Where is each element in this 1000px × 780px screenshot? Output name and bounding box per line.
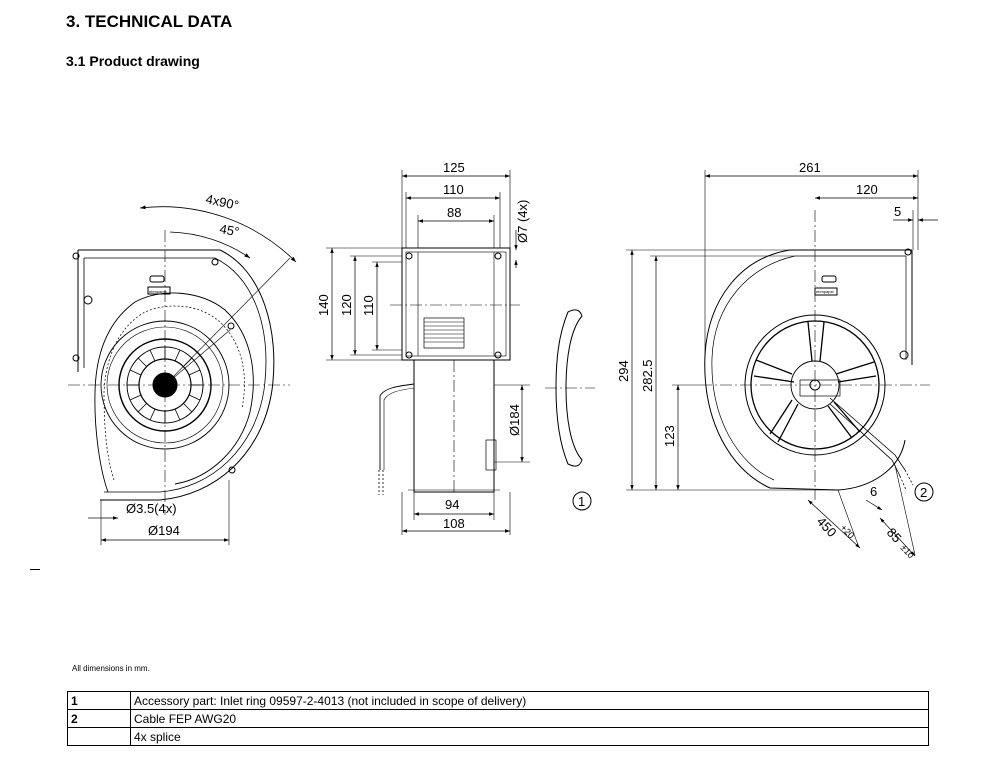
legend-text: Cable FEP AWG20 (130, 709, 929, 728)
legend-table: 1 Accessory part: Inlet ring 09597-2-401… (67, 691, 929, 746)
callout-1: 1 (578, 494, 585, 509)
dim-110-left: 110 (361, 295, 376, 316)
dim-120-left: 120 (339, 294, 354, 316)
dim-110-top: 110 (443, 182, 464, 197)
dim-120-back: 120 (856, 182, 878, 197)
legend-num: 2 (67, 709, 131, 728)
legend-num (67, 727, 131, 746)
dim-125: 125 (443, 160, 465, 175)
legend-num: 1 (67, 691, 131, 710)
callout-2: 2 (920, 485, 927, 500)
outer-dia-label: Ø194 (148, 523, 180, 538)
dim-85-tolerance: ±10 (899, 543, 917, 561)
table-row: 2 Cable FEP AWG20 (67, 709, 929, 728)
dim-123: 123 (662, 425, 677, 447)
dim-450-tolerance: +20 (839, 523, 857, 541)
margin-mark (30, 569, 40, 570)
dim-261: 261 (799, 160, 821, 175)
angle-45-label: 45° (218, 221, 240, 239)
front-label-plate: ebmpapst (149, 289, 167, 294)
dim-5: 5 (894, 204, 901, 219)
dimensions-note: All dimensions in mm. (72, 664, 150, 673)
inlet-ring (545, 309, 595, 511)
back-view (626, 170, 938, 557)
table-row: 1 Accessory part: Inlet ring 09597-2-401… (67, 691, 929, 710)
dim-108: 108 (443, 516, 465, 531)
legend-text: Accessory part: Inlet ring 09597-2-4013 … (130, 691, 929, 710)
dim-inlet-184: Ø184 (507, 404, 522, 436)
section-title: 3. TECHNICAL DATA (66, 12, 233, 31)
dim-85: 85 (884, 525, 905, 546)
dim-140: 140 (316, 294, 331, 316)
table-row: 4x splice (67, 727, 929, 746)
dim-94: 94 (445, 497, 459, 512)
dim-450: 450 (814, 514, 840, 540)
hole-dia-label: Ø3.5(4x) (126, 501, 177, 516)
legend-text: 4x splice (130, 727, 929, 746)
side-view (326, 170, 530, 535)
back-label-plate: ebmpapst (816, 289, 834, 294)
dim-294: 294 (616, 360, 631, 382)
product-drawing: 4x90° 45° Ø3.5(4x) Ø194 ebmpapst (68, 160, 938, 561)
dim-6: 6 (870, 484, 877, 499)
subsection-title: 3.1 Product drawing (66, 53, 200, 69)
dim-88: 88 (447, 205, 461, 220)
dim-282-5: 282.5 (640, 359, 655, 392)
dim-hole-7: Ø7 (4x) (515, 200, 530, 243)
front-view (68, 205, 297, 545)
angle-4x90-label: 4x90° (204, 191, 240, 213)
